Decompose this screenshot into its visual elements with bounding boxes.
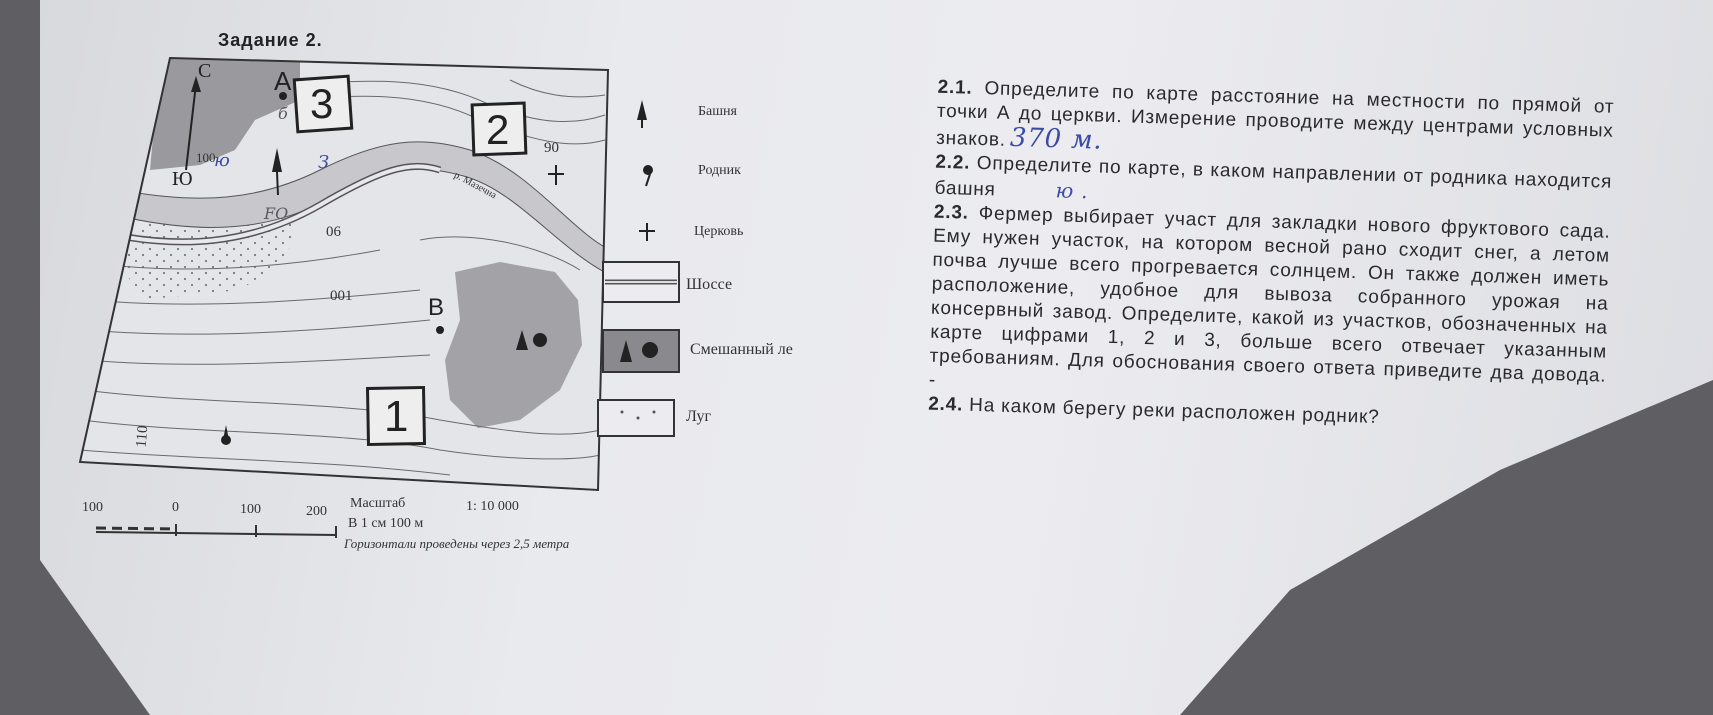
contour-label-90-left: 06	[326, 224, 341, 240]
legend-icons	[597, 100, 680, 437]
q1-number: 2.1.	[937, 76, 973, 99]
scale-tick-0: 0	[172, 500, 179, 515]
forest-area-top	[150, 58, 300, 170]
legend-highway-label: Шоссе	[686, 276, 733, 293]
church-icon	[548, 165, 564, 185]
scale-tick-100-left: 100	[82, 500, 103, 515]
contour-label-90-right: 90	[544, 140, 559, 156]
point-b-label: В	[428, 294, 445, 321]
task-title: Задание 2.	[218, 30, 323, 50]
legend-meadow-label: Луг	[686, 408, 712, 425]
questions-block: 2.1. Определите по карте расстояние на м…	[870, 74, 1615, 437]
q1-handwritten-answer: 370 м.	[1009, 122, 1103, 156]
legend-church-label: Церковь	[694, 224, 744, 239]
scale-bar	[95, 524, 337, 538]
plot-3-label: 3	[310, 80, 334, 127]
scale-per-cm: В 1 см 100 м	[348, 516, 424, 531]
north-arrow-line	[185, 83, 197, 171]
handwriting-mark-a: ю	[214, 150, 230, 171]
legend-meadow-box	[597, 399, 675, 437]
north-arrow-head	[191, 76, 201, 92]
legend-church-icon	[639, 223, 655, 241]
handwriting-mark-c: З	[318, 152, 330, 173]
legend-forest-label: Смешанный ле	[690, 341, 793, 358]
question-2-3: 2.3. Фермер выбирает участ для закладки …	[871, 199, 1611, 413]
q2-handwritten-answer: ю .	[1055, 178, 1089, 204]
tree-icon	[516, 330, 547, 350]
contour-label-110: 110	[133, 424, 152, 449]
legend-spring-label: Родник	[698, 163, 741, 178]
legend-tower-icon	[637, 100, 647, 120]
scale-ratio: 1: 10 000	[466, 499, 519, 514]
scale-tick-200: 200	[306, 504, 327, 519]
legend-spring-icon	[643, 165, 653, 175]
north-label: С	[198, 60, 212, 82]
scale-title: Масштаб	[350, 496, 406, 511]
handwriting-mark-d: б	[278, 104, 288, 123]
forest-area-center	[445, 262, 582, 428]
contour-label-100-mid: 001	[330, 288, 353, 304]
q4-number: 2.4.	[927, 393, 964, 416]
point-a-marker	[279, 92, 287, 100]
map-frame	[78, 56, 610, 492]
legend-tower-label: Башня	[698, 104, 737, 119]
point-a-label: А	[274, 66, 292, 96]
plot-1-label: 1	[384, 392, 409, 441]
point-b-marker	[436, 326, 444, 334]
q2-number: 2.2.	[935, 151, 971, 174]
highway-inner	[99, 164, 441, 244]
q3-number: 2.3.	[933, 201, 970, 224]
q3-text: Фермер выбирает участ для закладки новог…	[928, 202, 1611, 391]
map-area	[80, 58, 608, 490]
plot-3-box	[292, 74, 354, 134]
scale-contours-note: Горизонтали проведены через 2,5 метра	[344, 536, 570, 551]
plot-2-label: 2	[486, 106, 510, 153]
contour-label-100-top: 100	[196, 150, 216, 165]
south-label: Ю	[172, 168, 193, 190]
plot-1-box	[365, 385, 427, 447]
scale-tick-100: 100	[240, 502, 261, 517]
legend-forest-box	[602, 329, 680, 373]
handwriting-mark-b: FO	[264, 204, 289, 223]
plot-2-box	[470, 101, 528, 157]
tower-icon	[272, 148, 282, 172]
